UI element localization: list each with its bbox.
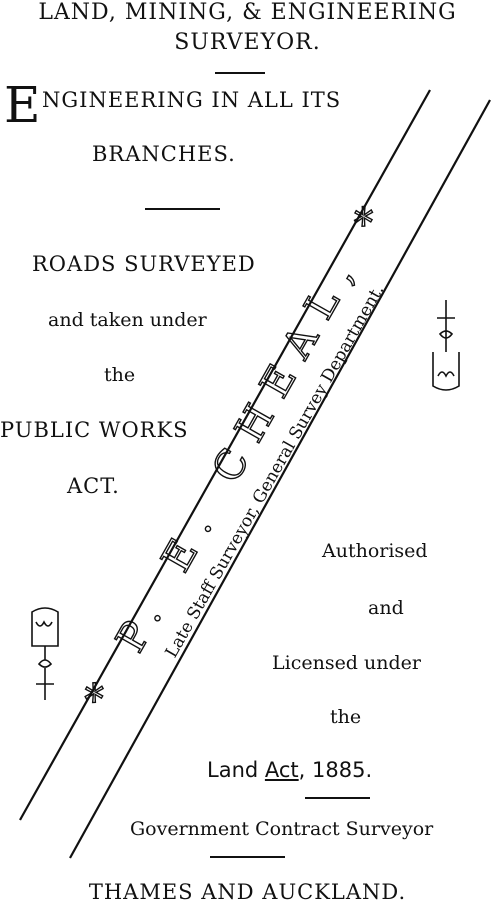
- roads-surveyed: ROADS SURVEYED: [32, 252, 256, 276]
- contract-surveyor: Government Contract Surveyor: [130, 818, 434, 840]
- licensed-under-text: Licensed under: [272, 652, 421, 674]
- banner-left-border: [19, 89, 431, 821]
- engineering-heading: NGINEERING IN ALL ITS: [42, 88, 342, 112]
- divider: [210, 856, 285, 858]
- drop-cap: E: [4, 76, 42, 134]
- and-text: and: [368, 597, 404, 619]
- the-text: the: [104, 364, 136, 386]
- public-works: PUBLIC WORKS: [0, 418, 189, 442]
- land-act-underlined: Act: [264, 758, 299, 782]
- branches-text: BRANCHES.: [92, 142, 236, 166]
- authorised-text: Authorised: [322, 540, 428, 562]
- land-act-line: Land Act, 1885.: [207, 758, 372, 782]
- header-line-1: LAND, MINING, & ENGINEERING: [38, 0, 457, 25]
- act-text: ACT.: [67, 474, 120, 498]
- banner-right-border: [69, 99, 491, 859]
- land-act-prefix: Land: [207, 758, 265, 782]
- location-text: THAMES AND AUCKLAND.: [88, 880, 407, 904]
- header-line-2: SURVEYOR.: [174, 30, 321, 55]
- divider: [145, 208, 220, 210]
- divider: [305, 797, 370, 799]
- the-text: the: [330, 706, 362, 728]
- taken-under-text: and taken under: [48, 309, 207, 331]
- land-act-suffix: , 1885.: [298, 758, 373, 782]
- divider: [215, 72, 265, 74]
